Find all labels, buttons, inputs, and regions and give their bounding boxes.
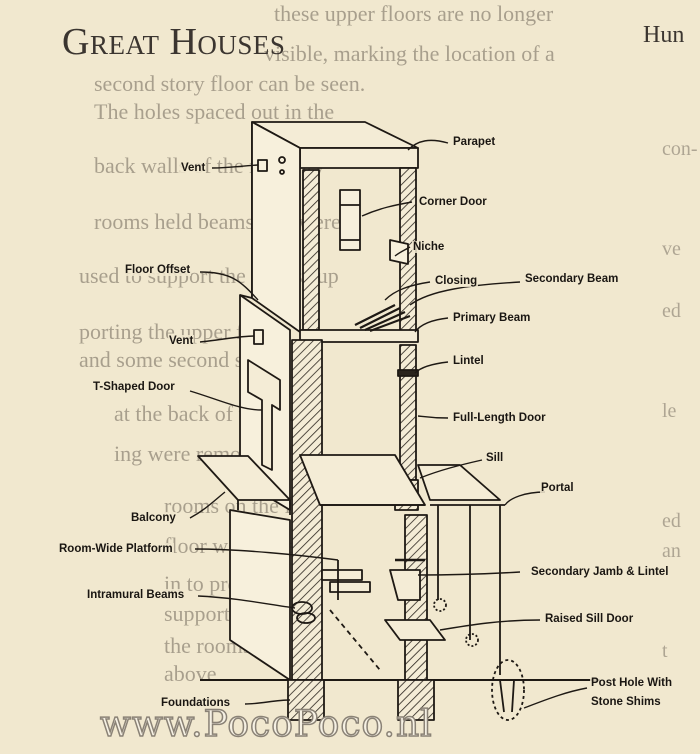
middle-right-wall xyxy=(399,344,417,481)
post-hole xyxy=(491,659,525,721)
label-vent-upper: Vent xyxy=(180,162,207,174)
label-lintel: Lintel xyxy=(452,355,485,367)
upper-left-face xyxy=(251,121,301,333)
body-line: visible, marking the location of a xyxy=(264,41,555,66)
label-stone-shims: Stone Shims xyxy=(590,696,662,708)
watermark: www.PocoPoco.nl xyxy=(99,703,433,746)
label-portal: Portal xyxy=(540,482,575,494)
body-line: second story floor can be seen. xyxy=(94,71,366,96)
label-intramural-beams: Intramural Beams xyxy=(86,589,186,601)
margin-line: t xyxy=(662,640,668,662)
secondary-beams xyxy=(354,304,411,333)
secondary-jamb-lintel xyxy=(389,569,421,601)
label-secondary-beam: Secondary Beam xyxy=(524,273,620,285)
corner-door xyxy=(339,189,361,251)
portal-slab xyxy=(417,464,501,501)
niche xyxy=(389,239,409,265)
label-foundations: Foundations xyxy=(160,697,231,709)
label-niche: Niche xyxy=(412,241,446,253)
vent-lower xyxy=(253,329,264,345)
upper-back-wall xyxy=(302,169,320,331)
body-line: these upper floors are no longer xyxy=(274,1,554,26)
t-shaped-door xyxy=(247,359,281,471)
primary-floor-slab xyxy=(299,329,419,343)
label-primary-beam: Primary Beam xyxy=(452,312,532,324)
parapet-wall xyxy=(299,147,419,169)
label-full-length-door: Full-Length Door xyxy=(452,412,547,424)
margin-line: an xyxy=(662,540,681,562)
margin-line: ve xyxy=(662,238,681,260)
label-sill: Sill xyxy=(485,452,505,464)
leader-lines xyxy=(189,139,588,709)
label-parapet: Parapet xyxy=(452,136,497,148)
label-vent-lower: Vent xyxy=(168,335,195,347)
label-corner-door: Corner Door xyxy=(418,196,488,208)
label-post-hole: Post Hole With xyxy=(590,677,674,689)
label-balcony: Balcony xyxy=(130,512,177,524)
label-secondary-jamb-lintel: Secondary Jamb & Lintel xyxy=(530,566,670,578)
lower-left-face xyxy=(229,509,291,681)
raised-sill-door xyxy=(384,619,446,641)
margin-line: le xyxy=(662,400,677,422)
margin-line: ed xyxy=(662,300,681,322)
room-wide-platform xyxy=(321,560,371,600)
foundations xyxy=(287,679,435,721)
label-floor-offset: Floor Offset xyxy=(124,264,192,276)
body-line: above xyxy=(164,661,217,686)
margin-line: ed xyxy=(662,510,681,532)
body-line: The holes spaced out in the xyxy=(94,99,335,124)
page-title: Great Houses xyxy=(62,21,286,63)
lintel xyxy=(397,369,419,377)
label-closing: Closing xyxy=(434,275,479,287)
central-wall xyxy=(291,339,323,681)
label-t-shaped-door: T-Shaped Door xyxy=(92,381,176,393)
label-room-wide-platform: Room-Wide Platform xyxy=(58,543,174,555)
label-raised-sill-door: Raised Sill Door xyxy=(544,613,635,625)
running-head: Hun xyxy=(643,22,685,48)
margin-line: con- xyxy=(662,138,698,160)
